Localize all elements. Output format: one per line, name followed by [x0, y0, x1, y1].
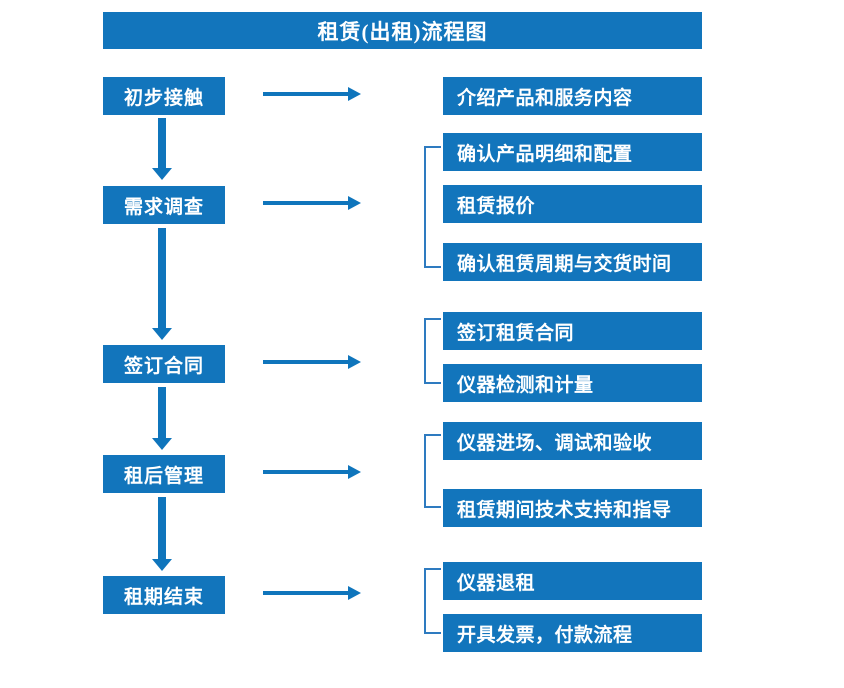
arrow-head-right-icon — [348, 196, 361, 210]
detail-box-7[interactable]: 仪器进场、调试和验收 — [443, 422, 702, 460]
arrow-head-right-icon — [348, 355, 361, 369]
stage-label-4: 租后管理 — [123, 465, 204, 487]
arrow-shaft — [158, 497, 166, 559]
arrow-shaft — [263, 591, 349, 595]
group-bracket-2 — [424, 318, 441, 384]
arrow-head-down-icon — [152, 168, 172, 180]
detail-label-9: 仪器退租 — [457, 572, 536, 594]
group-bracket-1 — [424, 146, 441, 268]
group-bracket-3 — [424, 434, 441, 508]
vertical-arrow-1 — [152, 118, 172, 180]
stage-label-5: 租期结束 — [123, 586, 204, 608]
detail-box-10[interactable]: 开具发票，付款流程 — [443, 614, 702, 652]
arrow-shaft — [263, 470, 349, 474]
detail-box-9[interactable]: 仪器退租 — [443, 562, 702, 600]
stage-box-3[interactable]: 签订合同 — [103, 345, 225, 383]
arrow-head-right-icon — [348, 465, 361, 479]
vertical-arrow-3 — [152, 387, 172, 450]
vertical-arrow-2 — [152, 228, 172, 340]
horizontal-arrow-4 — [263, 465, 361, 479]
arrow-shaft — [158, 228, 166, 328]
arrow-shaft — [158, 387, 166, 438]
stage-label-2: 需求调查 — [123, 196, 204, 218]
detail-label-10: 开具发票，付款流程 — [457, 624, 633, 646]
detail-box-1[interactable]: 介绍产品和服务内容 — [443, 77, 702, 115]
stage-box-1[interactable]: 初步接触 — [103, 77, 225, 115]
arrow-shaft — [263, 92, 349, 96]
horizontal-arrow-5 — [263, 586, 361, 600]
detail-label-8: 租赁期间技术支持和指导 — [457, 499, 672, 521]
detail-label-3: 租赁报价 — [457, 195, 536, 217]
detail-box-6[interactable]: 仪器检测和计量 — [443, 364, 702, 402]
detail-label-2: 确认产品明细和配置 — [457, 143, 633, 165]
stage-box-5[interactable]: 租期结束 — [103, 576, 225, 614]
arrow-head-down-icon — [152, 438, 172, 450]
detail-box-2[interactable]: 确认产品明细和配置 — [443, 133, 702, 171]
stage-box-2[interactable]: 需求调查 — [103, 186, 225, 224]
horizontal-arrow-2 — [263, 196, 361, 210]
detail-label-1: 介绍产品和服务内容 — [457, 87, 633, 109]
detail-label-6: 仪器检测和计量 — [457, 374, 594, 396]
detail-label-5: 签订租赁合同 — [457, 322, 575, 344]
detail-box-5[interactable]: 签订租赁合同 — [443, 312, 702, 350]
stage-label-3: 签订合同 — [123, 355, 204, 377]
stage-label-1: 初步接触 — [123, 87, 204, 109]
detail-box-4[interactable]: 确认租赁周期与交货时间 — [443, 243, 702, 281]
arrow-head-right-icon — [348, 586, 361, 600]
arrow-shaft — [263, 201, 349, 205]
arrow-shaft — [263, 360, 349, 364]
arrow-head-down-icon — [152, 559, 172, 571]
group-bracket-4 — [424, 568, 441, 634]
vertical-arrow-4 — [152, 497, 172, 571]
arrow-head-right-icon — [348, 87, 361, 101]
horizontal-arrow-3 — [263, 355, 361, 369]
horizontal-arrow-1 — [263, 87, 361, 101]
chart-title-banner: 租赁(出租)流程图 — [103, 12, 702, 49]
arrow-shaft — [158, 118, 166, 168]
detail-box-8[interactable]: 租赁期间技术支持和指导 — [443, 489, 702, 527]
stage-box-4[interactable]: 租后管理 — [103, 455, 225, 493]
detail-label-7: 仪器进场、调试和验收 — [457, 432, 653, 454]
detail-label-4: 确认租赁周期与交货时间 — [457, 253, 672, 275]
arrow-head-down-icon — [152, 328, 172, 340]
detail-box-3[interactable]: 租赁报价 — [443, 185, 702, 223]
chart-title-text: 租赁(出租)流程图 — [317, 19, 488, 44]
